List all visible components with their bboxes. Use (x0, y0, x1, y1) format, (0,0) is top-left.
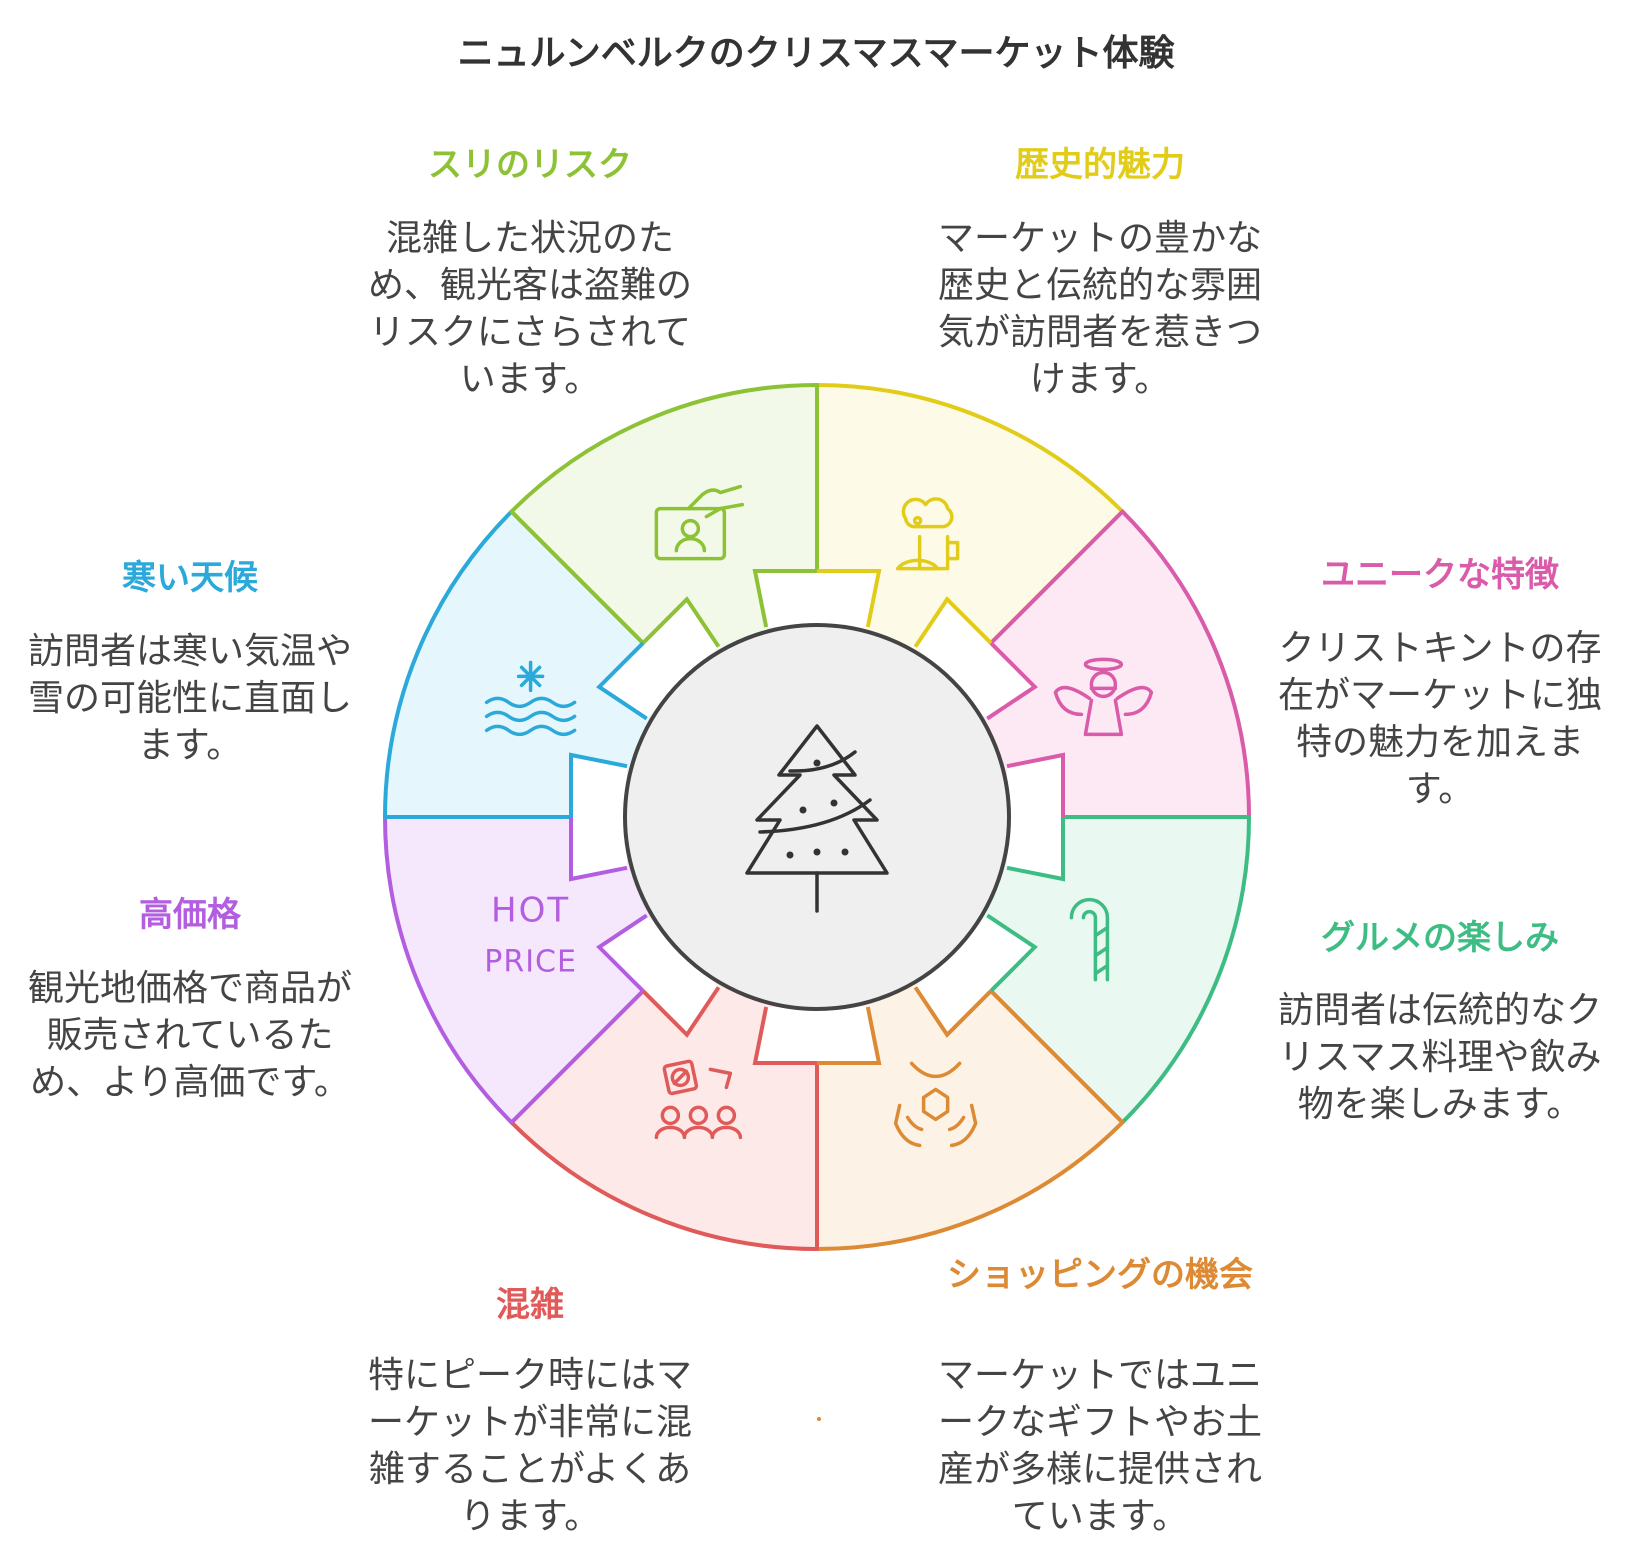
hot-price-text-hot: HOT (491, 891, 570, 931)
notch-edge (569, 817, 628, 882)
hot-price-text-price: PRICE (484, 945, 577, 980)
angel-icon (1053, 657, 1154, 737)
notch-edge (986, 913, 1038, 993)
notch (599, 599, 719, 719)
notch-edge (596, 913, 648, 993)
segment-title-crowd: 混雑 (496, 1285, 564, 1325)
notch-edge (641, 986, 721, 1038)
segment-title-theft: スリのリスク (428, 145, 632, 185)
page-title: ニュルンベルクのクリスマスマーケット体験 (457, 33, 1175, 74)
notch (599, 915, 719, 1035)
notch-edge (817, 569, 882, 628)
notch (755, 1007, 879, 1063)
notch (571, 755, 627, 879)
segment-desc-price: 観光地価格で商品が販売されているため、より高価です。 (27, 968, 352, 1103)
segment-title-shopping: ショッピングの機会 (947, 1255, 1253, 1295)
notch-edge (596, 641, 648, 721)
notch (755, 571, 879, 627)
gift-hands-icon (893, 1061, 978, 1148)
notch-edge (817, 1006, 882, 1065)
gingerbread-beer-icon (895, 497, 960, 571)
segment-title-cold: 寒い天候 (122, 558, 258, 598)
segment-desc-history: マーケットの豊かな歴史と伝統的な雰囲気が訪問者を惹きつけます。 (937, 218, 1262, 400)
stray-dot (817, 1417, 821, 1421)
notch-edge (913, 986, 993, 1038)
segment-desc-cold: 訪問者は寒い気温や雪の可能性に直面します。 (27, 631, 352, 766)
notch (915, 915, 1035, 1035)
notch-edge (913, 596, 993, 648)
pickpocket-icon (654, 484, 745, 561)
segment-title-gourmet: グルメの楽しみ (1321, 918, 1559, 958)
notch-edge (1006, 752, 1065, 817)
crowd-sign-icon (654, 1059, 743, 1140)
segment-desc-unique: クリストキントの存在がマーケットに独特の魅力を加えます。 (1277, 628, 1602, 810)
segment-title-price: 高価格 (139, 895, 241, 935)
notch-edge (641, 596, 721, 648)
notch-edge (986, 641, 1038, 721)
segment-desc-crowd: 特にピーク時にはマーケットが非常に混雑することがよくあります。 (367, 1355, 692, 1537)
notch-edge (752, 569, 817, 628)
christmas-tree-icon (745, 724, 889, 913)
segment-title-unique: ユニークな特徴 (1321, 555, 1559, 595)
segment-desc-gourmet: 訪問者は伝統的なクリスマス料理や飲み物を楽しみます。 (1277, 990, 1602, 1125)
notch-edge (1006, 817, 1065, 882)
notch (1007, 755, 1063, 879)
snowflake-waves-icon (484, 660, 577, 737)
candy-cane-icon (1069, 897, 1110, 982)
notch-edge (752, 1006, 817, 1065)
segment-desc-theft: 混雑した状況のため、観光客は盗難のリスクにさらされています。 (367, 218, 692, 400)
segment-title-history: 歴史的魅力 (1015, 145, 1185, 185)
notch-edge (569, 752, 628, 817)
segment-desc-shopping: マーケットではユニークなギフトやお土産が多様に提供されています。 (937, 1355, 1262, 1537)
hot-price-icon: HOT PRICE (484, 891, 577, 980)
center-circle (623, 623, 1011, 1011)
notch (915, 599, 1035, 719)
